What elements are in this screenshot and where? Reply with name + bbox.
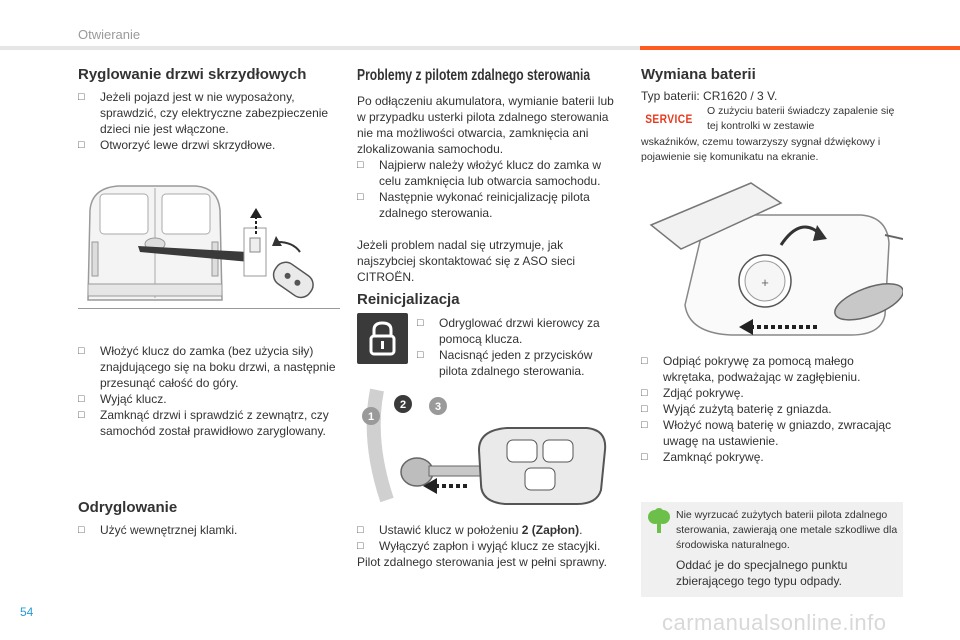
battery-warning-text-1: O zużyciu baterii świadczy zapalenie się… (707, 105, 895, 132)
heading-unlocking: Odryglowanie (78, 499, 178, 516)
list-item: Wyjąć klucz. (78, 391, 340, 407)
list-item: Nacisnąć jeden z przycisków pilota zdaln… (417, 347, 617, 379)
battery-replacement-steps: Odpiąć pokrywę za pomocą małego wkrętaka… (641, 353, 903, 465)
header-divider (0, 46, 960, 50)
page-number: 54 (20, 605, 34, 619)
list-item: Zamknąć drzwi i sprawdzić z zewnątrz, cz… (78, 407, 340, 439)
environment-note-box: Nie wyrzucać zużytych baterii pilota zda… (641, 502, 903, 597)
list-item: Ustawić klucz w położeniu 2 (Zapłon). (357, 522, 619, 538)
list-item: Wyłączyć zapłon i wyjąć klucz ze stacyjk… (357, 538, 619, 554)
remote-functional-note: Pilot zdalnego sterowania jest w pełni s… (357, 555, 607, 569)
section-title: Otwieranie (78, 27, 141, 42)
step-label: 1 (368, 411, 374, 423)
list-item: Odpiąć pokrywę za pomocą małego wkrętaka… (641, 353, 903, 385)
list-item: Zamknąć pokrywę. (641, 449, 903, 465)
list-item: Wyjąć zużytą baterię z gniazda. (641, 401, 903, 417)
step-label: 3 (435, 401, 441, 413)
remote-problems-steps: Najpierw należy włożyć klucz do zamka w … (357, 157, 619, 221)
ignition-step-end: . (579, 523, 583, 537)
list-item: Otworzyć lewe drzwi skrzydłowe. (78, 137, 340, 153)
door-locking-steps-2: Włożyć klucz do zamka (bez użycia siły) … (78, 343, 340, 439)
environment-note-large: Oddać je do specjalnego punktu zbierając… (676, 558, 848, 588)
battery-type: Typ baterii: CR1620 / 3 V. (641, 89, 778, 103)
svg-text:+: + (761, 275, 769, 290)
list-item: Włożyć nową baterię w gniazdo, zwracając… (641, 417, 903, 449)
tree-icon (647, 508, 671, 539)
service-label: SERVICE (644, 112, 693, 126)
battery-warning-text-2: wskaźników, czemu towarzyszy sygnał dźwi… (641, 136, 881, 163)
list-item: Odryglować drzwi kierowcy za pomocą kluc… (417, 315, 617, 347)
ignition-position: 2 (Zapłon) (521, 523, 580, 537)
list-item: Włożyć klucz do zamka (bez użycia siły) … (78, 343, 340, 391)
watermark: carmanualsonline.info (662, 610, 887, 635)
lock-icon (357, 313, 408, 364)
heading-remote-problems: Problemy z pilotem zdalnego sterowania (357, 67, 591, 84)
heading-reinitialisation: Reinicjalizacja (357, 291, 460, 308)
battery-replacement-illustration: + (641, 175, 904, 345)
header-accent-bar (640, 46, 960, 50)
list-item: Najpierw należy włożyć klucz do zamka w … (357, 157, 619, 189)
step-label: 2 (400, 399, 406, 411)
list-item: Zdjąć pokrywę. (641, 385, 903, 401)
list-item: Następnie wykonać reinicjalizację pilota… (357, 189, 619, 221)
remote-problems-outro: Jeżeli problem nadal się utrzymuje, jak … (357, 238, 576, 284)
door-locking-steps: Jeżeli pojazd jest w nie wyposażony, spr… (78, 89, 340, 153)
ignition-key-illustration: 1 2 3 (357, 380, 619, 510)
service-warning-icon: SERVICE (640, 108, 697, 130)
reinitialisation-steps: Odryglować drzwi kierowcy za pomocą kluc… (417, 315, 617, 379)
ignition-step-text: Ustawić klucz w położeniu (379, 523, 522, 537)
remote-problems-intro: Po odłączeniu akumulatora, wymianie bate… (357, 94, 614, 156)
environment-note-small: Nie wyrzucać zużytych baterii pilota zda… (676, 509, 898, 551)
list-item: Użyć wewnętrznej klamki. (78, 522, 340, 538)
list-item: Jeżeli pojazd jest w nie wyposażony, spr… (78, 89, 340, 137)
heading-door-locking: Ryglowanie drzwi skrzydłowych (78, 66, 307, 83)
heading-battery-replacement: Wymiana baterii (641, 66, 756, 83)
unlocking-steps: Użyć wewnętrznej klamki. (78, 522, 340, 538)
van-rear-illustration (78, 180, 340, 309)
ignition-steps: Ustawić klucz w położeniu 2 (Zapłon). Wy… (357, 522, 619, 554)
